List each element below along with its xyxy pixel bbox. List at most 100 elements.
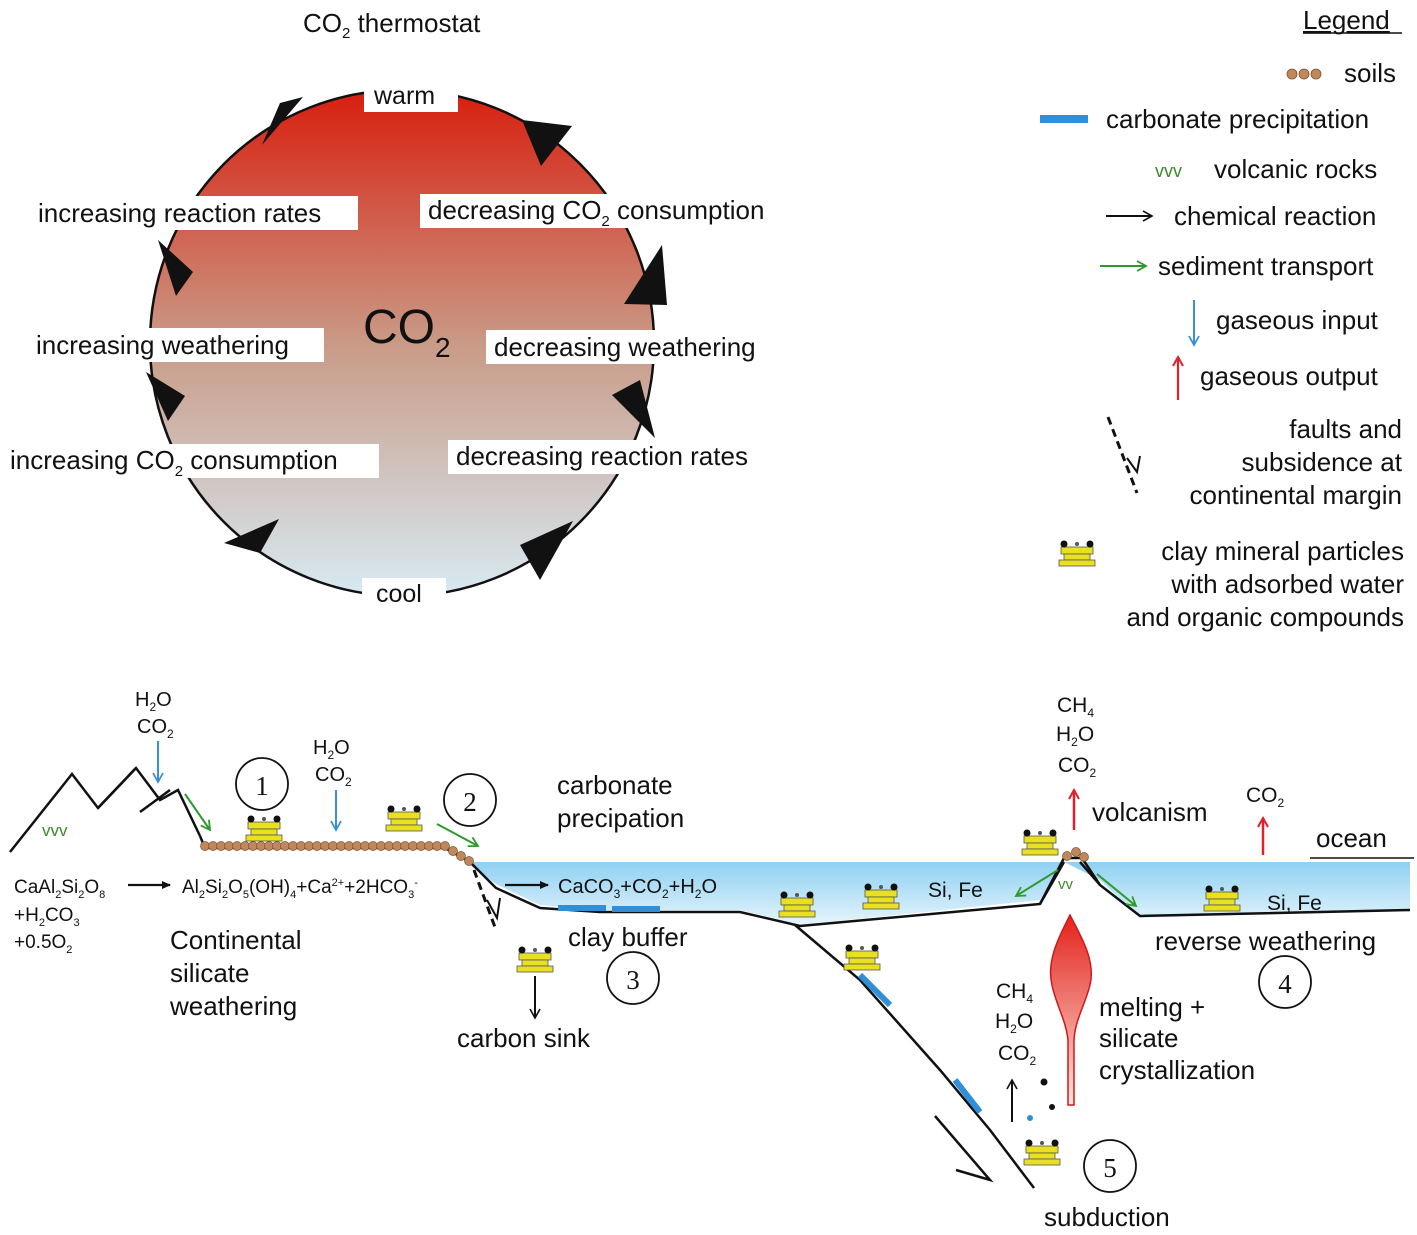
soil-bead [240, 841, 250, 851]
sediment-arrow [1014, 869, 1059, 897]
volcanism-label: volcanism [1092, 797, 1208, 827]
sediment-arrow [436, 823, 480, 848]
soil-bead [408, 841, 418, 851]
melting-label-3: crystallization [1099, 1055, 1255, 1085]
clay-particle [1203, 885, 1241, 912]
stage-2-marker: 2 [463, 787, 477, 817]
label-bg [30, 196, 358, 230]
soil-bead [232, 841, 242, 851]
soils-layer [200, 841, 1089, 866]
soil-bead [440, 841, 450, 851]
soil-bead [312, 841, 322, 851]
si-fe-label: Si, Fe [1267, 892, 1322, 915]
cool-label-bg [362, 578, 446, 608]
soil-bead [328, 841, 338, 851]
cool-label: cool [376, 580, 422, 608]
label-bg [420, 194, 804, 228]
clay-particle [1023, 1139, 1061, 1166]
volcano [1038, 856, 1102, 905]
decreasing-co2-consumption-label: decreasing CO2 consumption [428, 195, 764, 230]
soil-bead [376, 841, 386, 851]
soil-bead [1071, 847, 1081, 857]
continental-label-1: Continental [170, 925, 302, 955]
arrowhead-icon [520, 521, 573, 580]
legend-clay-2: with adsorbed water [1170, 569, 1404, 599]
slab-arrow [934, 1115, 994, 1183]
legend-title: Legend [1303, 5, 1390, 35]
soil-bead [360, 841, 370, 851]
soil-bead [272, 841, 282, 851]
stage-5-marker: 5 [1103, 1153, 1117, 1183]
svg-text:CH4: CH4 [1057, 694, 1094, 720]
soil-bead [320, 841, 330, 851]
soil-bead [400, 841, 410, 851]
soil-bead [336, 841, 346, 851]
sediment-arrow [1096, 873, 1138, 908]
ocean-water [466, 862, 1410, 925]
soil-bead [208, 841, 218, 851]
soil-bead [432, 841, 442, 851]
svg-text:CH4: CH4 [996, 980, 1033, 1006]
soil-bead [288, 841, 298, 851]
soil-bead [256, 841, 266, 851]
clay-particle [245, 815, 283, 842]
gas-input-1: H2O CO2 [135, 689, 174, 784]
stage-4-marker: 4 [1278, 969, 1292, 999]
subduction-label: subduction [1044, 1202, 1170, 1232]
svg-text:H2O: H2O [1056, 723, 1094, 749]
soil-bead [464, 856, 474, 866]
soil-bead [296, 841, 306, 851]
sediment-arrow [184, 793, 212, 832]
volcanic-rocks-symbol: vvv [42, 821, 68, 840]
svg-text:CO2: CO2 [1058, 754, 1097, 780]
legend-carbonate: carbonate precipitation [1106, 104, 1369, 134]
increasing-weathering-label: increasing weathering [36, 330, 289, 360]
svg-text:+H2CO3: +H2CO3 [14, 905, 80, 929]
soil-bead [304, 841, 314, 851]
label-bg [448, 440, 788, 474]
gas-input-2: H2O CO2 [313, 737, 352, 832]
carbonate-icon [1040, 115, 1088, 123]
warm-label: warm [373, 82, 435, 110]
arrowhead-icon [624, 245, 667, 305]
legend-soils: soils [1344, 58, 1396, 88]
arrowhead-icon [158, 240, 193, 296]
faults-dashed-arrow-icon [1106, 416, 1139, 494]
arrowhead-icon [224, 519, 279, 553]
legend-gas-out: gaseous output [1200, 361, 1379, 391]
stage-markers: 1 2 3 4 5 [235, 757, 1312, 1193]
carbonate-product-formula: CaCO3+CO2+H2O [558, 876, 717, 901]
soil-bead [456, 851, 466, 861]
carbonate-precipitation-label-1: carbonate [557, 770, 673, 800]
increasing-co2-consumption-label: increasing CO2 consumption [10, 445, 338, 480]
decreasing-reaction-rates-label: decreasing reaction rates [456, 441, 748, 471]
soil-bead [1079, 852, 1089, 862]
legend-clay-1: clay mineral particles [1161, 536, 1404, 566]
arrowhead-icon [522, 120, 572, 166]
svg-text:CO2: CO2 [137, 716, 174, 741]
soil-bead [368, 841, 378, 851]
thermostat-title: CO2 thermostat [303, 8, 481, 42]
mountains [9, 766, 202, 853]
clay-particle [843, 944, 881, 971]
svg-text:CO2: CO2 [315, 764, 352, 789]
soil-bead [384, 841, 394, 851]
carbonate-precipitation-label-2: precipation [557, 803, 684, 833]
soil-bead [264, 841, 274, 851]
legend-sediment: sediment transport [1158, 251, 1374, 281]
clay-particle [862, 883, 900, 910]
increasing-reaction-rates-label: increasing reaction rates [38, 198, 321, 228]
soil-bead [352, 841, 362, 851]
soil-bead [224, 841, 234, 851]
stage-1-marker: 1 [255, 771, 269, 801]
subduction-gas: CH4 H2O CO2 [995, 980, 1037, 1068]
soil-bead [216, 841, 226, 851]
legend-gas-in: gaseous input [1216, 305, 1379, 335]
decreasing-weathering-label: decreasing weathering [494, 332, 756, 362]
soil-bead [448, 846, 458, 856]
soil-bead [344, 841, 354, 851]
clay-particle [1021, 829, 1059, 856]
continental-label-3: weathering [169, 991, 297, 1021]
si-fe-label: Si, Fe [928, 879, 983, 902]
